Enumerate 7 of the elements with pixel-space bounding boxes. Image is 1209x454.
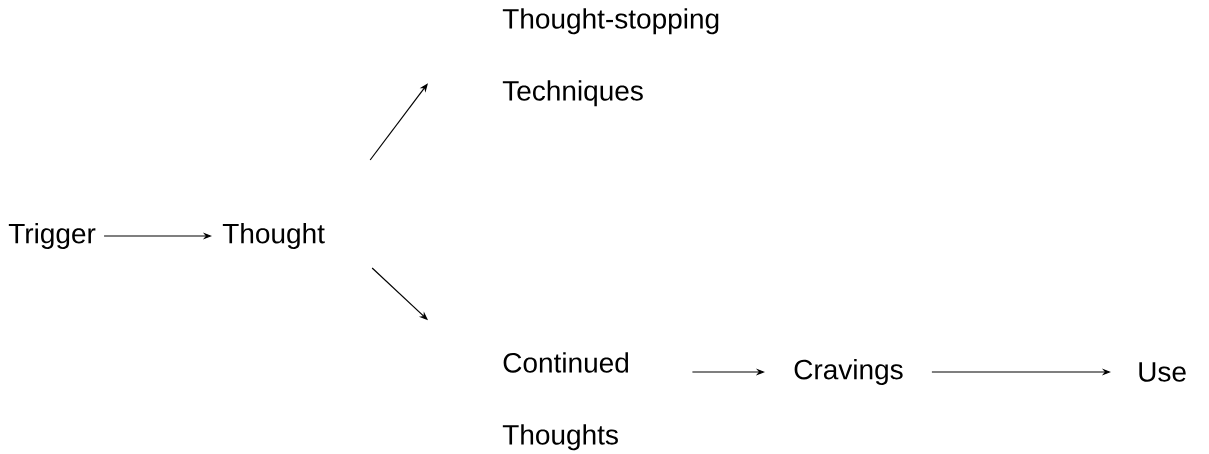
text-label: Thought [222,222,325,250]
text-label: Use [1139,362,1186,382]
text-label: Thought-stopping Techniques [502,8,719,107]
text-label: Trigger [8,222,96,250]
text-label: Cravings [794,358,903,386]
arrow [369,83,428,161]
text-label: Continued Thoughts [502,352,629,451]
